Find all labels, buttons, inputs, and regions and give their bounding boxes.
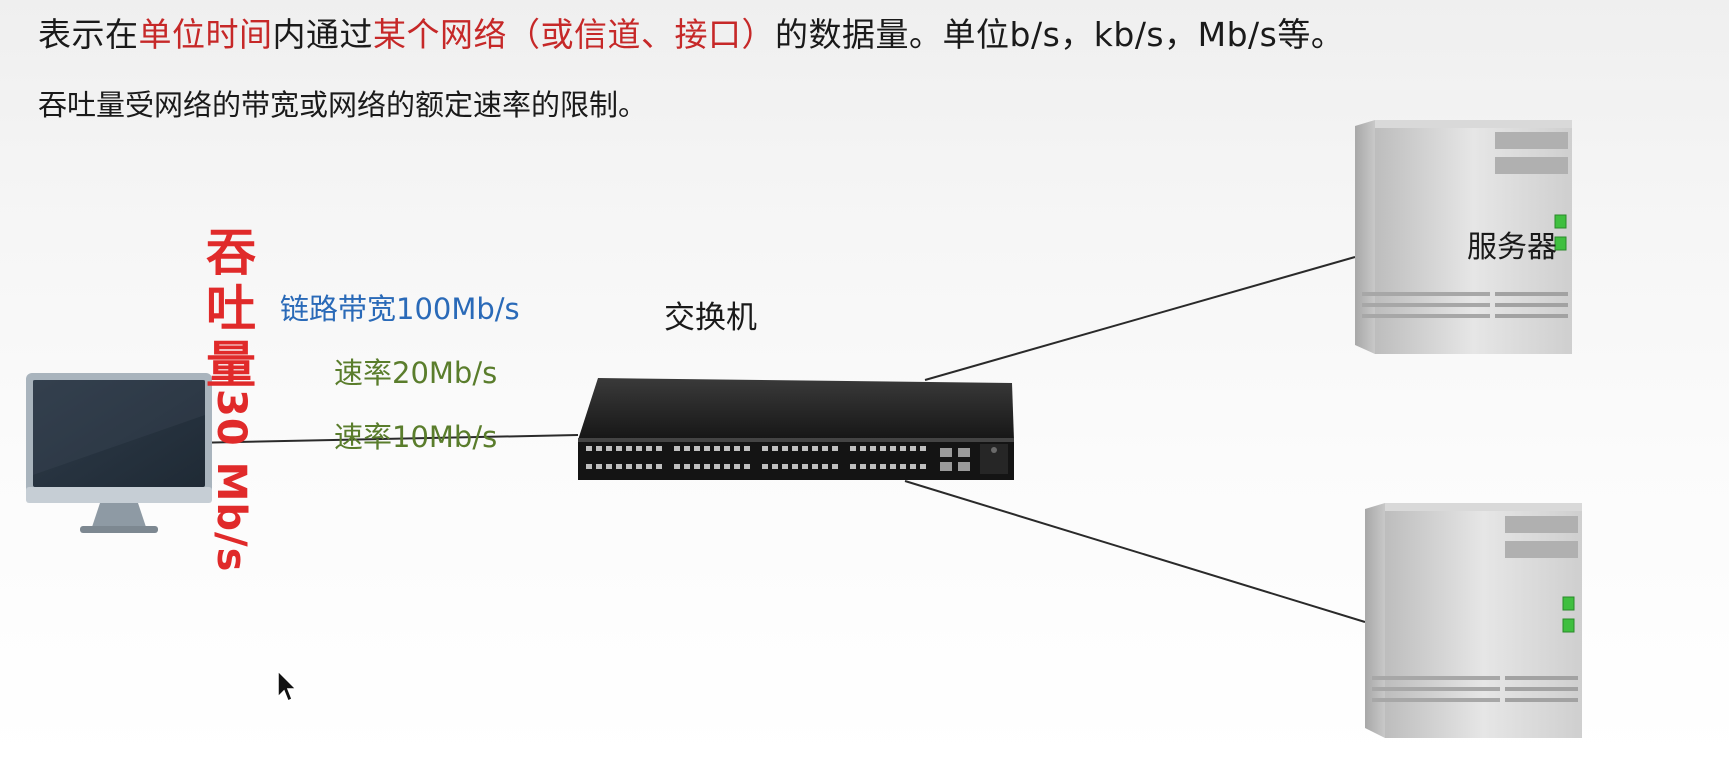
server-label: 服务器 [1467,230,1557,265]
link-switch-server-top [924,256,1356,381]
switch-label: 交换机 [664,300,757,336]
link-bandwidth-label: 链路带宽100Mb/s [280,292,520,326]
definition-highlight-network: 某个网络（或信道、接口） [373,15,775,54]
definition-part-5: 的数据量。单位b/s，kb/s，Mb/s等。 [775,15,1345,54]
definition-part-3: 内通过 [272,15,373,54]
throughput-char-3: 量 [206,336,256,394]
throughput-limit-note: 吞吐量受网络的带宽或网络的额定速率的限制。 [38,88,648,122]
throughput-callout: 吞 吐 量 30 Mb/s [195,225,267,572]
rate-label-1: 速率20Mb/s [334,356,498,390]
server-tower-icon [1365,503,1582,738]
server-tower-icon [1355,120,1572,354]
link-pc-switch [189,434,579,444]
computer-monitor-icon [26,373,212,533]
mouse-cursor-icon [277,669,298,703]
definition-highlight-unit-time: 单位时间 [138,15,273,54]
link-switch-server-bottom [904,480,1366,623]
definition-line: 表示在单位时间内通过某个网络（或信道、接口）的数据量。单位b/s，kb/s，Mb… [38,8,1344,56]
throughput-value: 30 Mb/s [208,389,254,573]
network-switch-icon [578,378,1014,480]
definition-part-1: 表示在 [38,15,139,54]
rate-label-2: 速率10Mb/s [334,420,498,454]
throughput-char-1: 吞 [206,224,256,282]
throughput-char-2: 吐 [206,280,256,338]
